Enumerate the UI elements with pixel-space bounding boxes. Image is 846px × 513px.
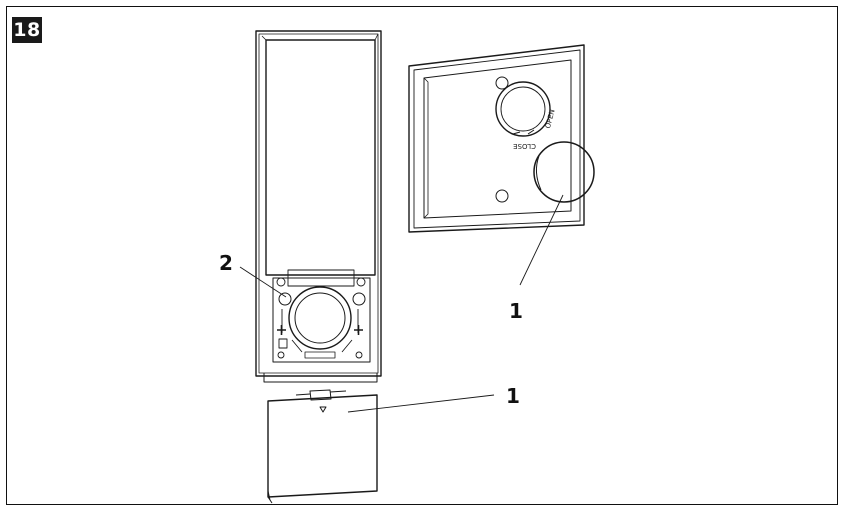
callout-1-cover: 1 — [506, 384, 520, 408]
figure-number-badge: 18 — [12, 17, 42, 43]
callout-1-battery: 1 — [509, 299, 523, 323]
remote-control-body — [255, 30, 382, 383]
figure-frame — [6, 6, 838, 505]
callout-2: 2 — [219, 251, 233, 275]
wall-bracket — [408, 44, 585, 233]
battery-compartment — [272, 269, 371, 363]
close-text: CLOSE — [513, 142, 536, 150]
battery-cell — [533, 141, 595, 203]
battery-cover — [267, 389, 378, 504]
leader-line-1-knob — [519, 194, 564, 286]
open-text: OPEN — [544, 109, 557, 130]
leader-line-2 — [239, 266, 287, 298]
leader-line-1-cover — [347, 394, 495, 413]
